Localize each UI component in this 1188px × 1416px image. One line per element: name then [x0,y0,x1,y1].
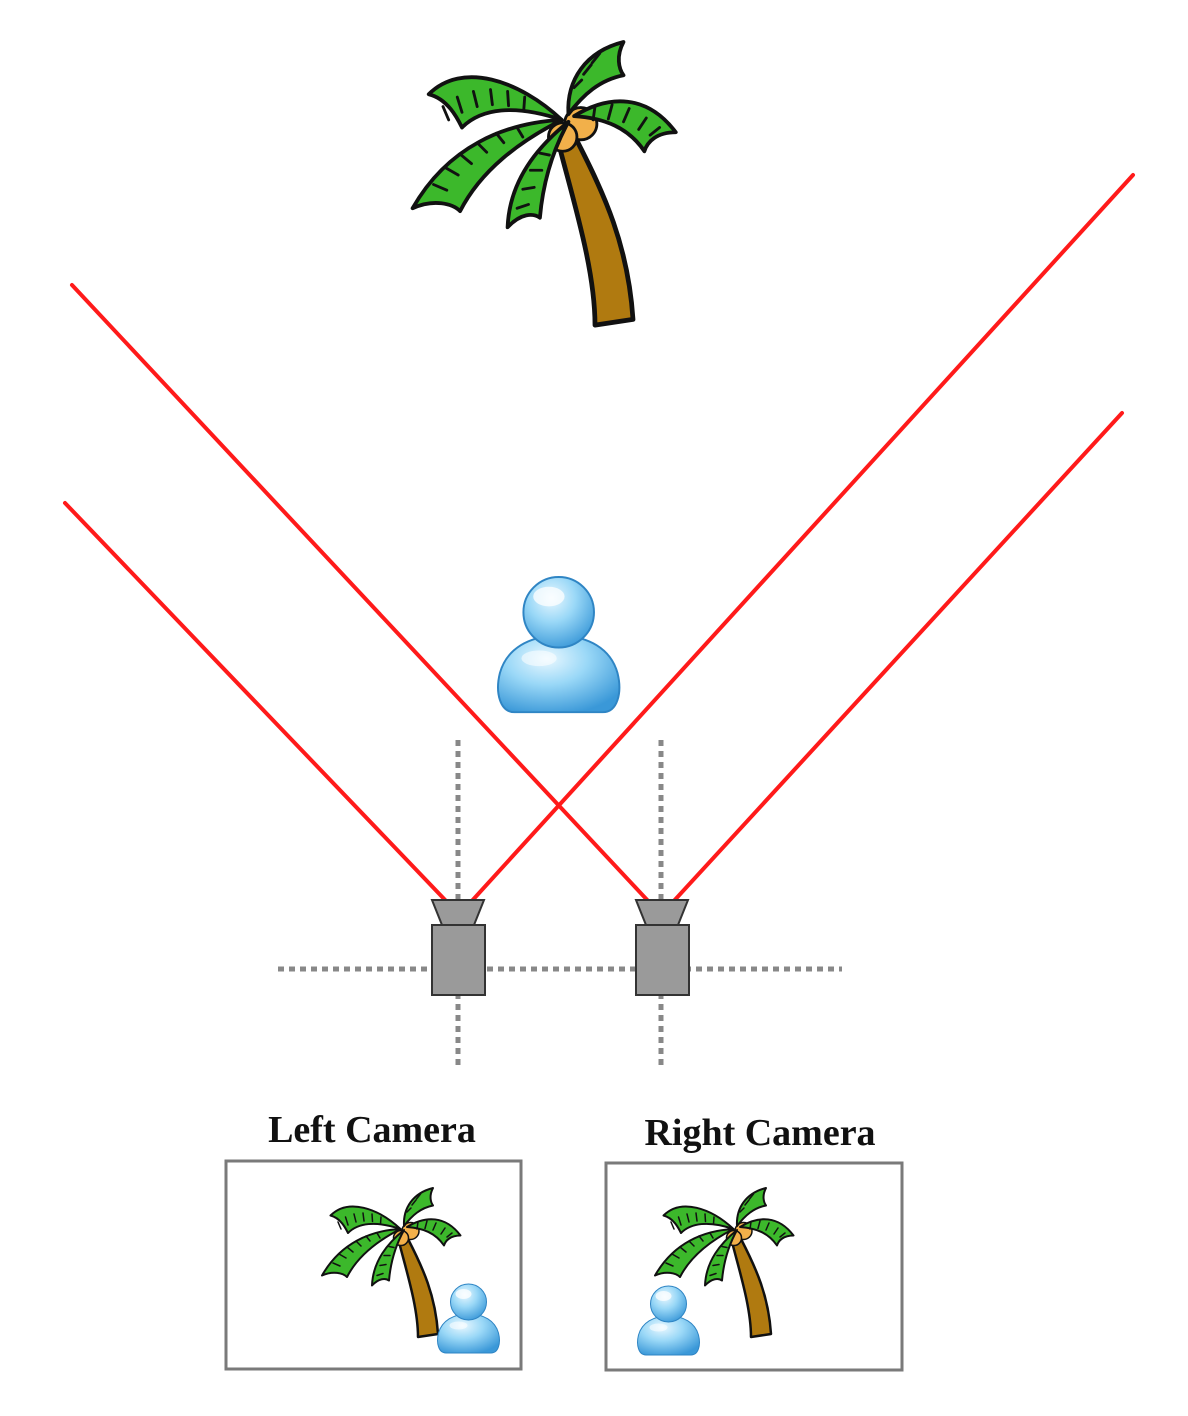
left-camera-ray-left [63,501,450,905]
right-camera-ray-left [70,283,652,905]
left-camera-label: Left Camera [268,1109,476,1151]
left-camera-rays [63,173,1135,905]
left-camera-icon [430,899,486,996]
right-camera-icon [634,899,690,996]
person-icon [497,575,621,714]
right-camera-rays [70,283,1124,905]
palm-tree-icon [413,42,676,325]
left-camera-view [224,1159,523,1371]
right-camera-view [604,1161,904,1372]
left-camera-ray-right [468,173,1135,905]
camera-axes [278,740,842,1068]
right-camera-label: Right Camera [644,1112,875,1154]
right-camera-ray-right [670,411,1124,905]
